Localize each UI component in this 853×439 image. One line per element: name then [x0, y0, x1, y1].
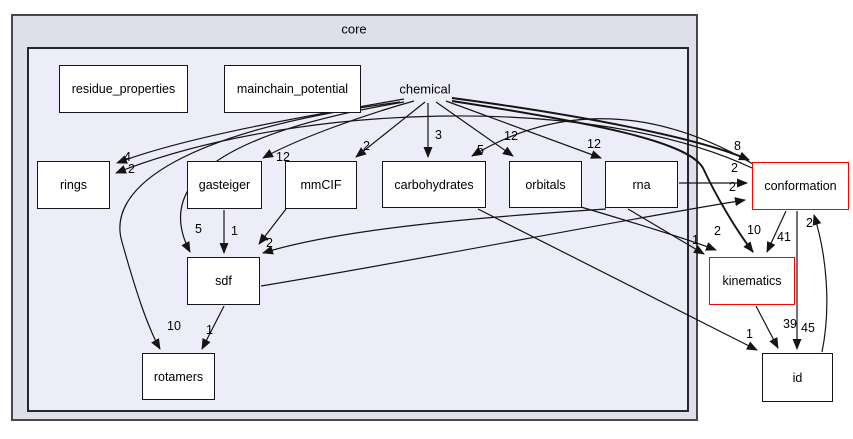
- edge-chemical-to-rings: [116, 98, 405, 164]
- edge-mmCIF-to-sdf: [258, 208, 287, 245]
- edge-label-rna-to-kinematics: 1: [692, 233, 699, 247]
- edge-label-sdf-to-conformation: 2: [729, 180, 736, 194]
- edge-label-chemical-to-carbohydrates: 3: [435, 128, 442, 142]
- edge-label-chemical-to-conformation: 8: [734, 139, 741, 153]
- edge-sdf-to-rotamers: [201, 305, 225, 350]
- edge-kinematics-to-id: [755, 305, 779, 349]
- node-orbitals[interactable]: orbitals: [509, 161, 582, 208]
- edge-label-kinematics-to-id: 39: [783, 317, 797, 331]
- edge-label-chemical-to-rings: 4: [124, 150, 131, 164]
- node-kinematics[interactable]: kinematics: [709, 257, 795, 305]
- edge-chemical-to-rna: [445, 100, 602, 159]
- node-carbohydrates[interactable]: carbohydrates: [382, 161, 486, 208]
- cluster-chemical-label: chemical: [399, 81, 451, 97]
- node-mainchain_potential[interactable]: mainchain_potential: [224, 65, 361, 113]
- edge-id-to-conformation: [812, 214, 828, 353]
- edge-chemical-to-kinematics: [451, 100, 754, 253]
- edge-rna-to-sdf: [262, 208, 607, 255]
- edge-label-orbitals-to-kinematics: 2: [714, 224, 721, 238]
- edge-conformation-to-rings: [115, 115, 753, 174]
- edge-label-rna-to-conformation: 2: [731, 161, 738, 175]
- edge-sdf-to-conformation: [260, 197, 746, 287]
- edge-label-mmCIF-to-sdf: 2: [266, 236, 273, 250]
- edge-chemical-to-mmCIF: [355, 101, 426, 158]
- edge-label-sdf-to-rotamers: 1: [206, 323, 213, 337]
- edge-label-chemical-to-orbitals: 12: [504, 129, 518, 143]
- edge-conformation-to-carbohydrates: [471, 118, 754, 165]
- edge-label-conformation-to-kinematics: 41: [777, 230, 791, 244]
- node-rotamers[interactable]: rotamers: [142, 353, 215, 400]
- edge-label-chemical-to-mmCIF: 2: [363, 139, 370, 153]
- edge-chemical-to-rotamers: [119, 101, 401, 350]
- node-id[interactable]: id: [762, 353, 833, 402]
- edge-label-id-to-conformation: 2: [806, 216, 813, 230]
- edge-label-chemical-to-rotamers: 10: [167, 319, 181, 333]
- edge-label-chemical-to-sdf: 5: [195, 222, 202, 236]
- node-conformation[interactable]: conformation: [752, 162, 849, 210]
- node-mmCIF[interactable]: mmCIF: [285, 161, 357, 209]
- edge-label-conformation-to-carbohydrates: 5: [477, 143, 484, 157]
- edge-label-gasteiger-to-sdf: 1: [231, 224, 238, 238]
- node-sdf[interactable]: sdf: [187, 257, 260, 305]
- node-rings[interactable]: rings: [37, 161, 110, 209]
- edge-rna-to-kinematics: [627, 208, 705, 255]
- edge-orbitals-to-kinematics: [580, 206, 717, 251]
- edge-chemical-to-orbitals: [435, 101, 514, 157]
- cluster-core-label: core: [341, 21, 367, 37]
- node-residue_properties[interactable]: residue_properties: [59, 65, 188, 113]
- edge-label-chemical-to-gasteiger: 12: [276, 150, 290, 164]
- edge-chemical-to-sdf: [179, 101, 405, 253]
- edge-conformation-to-kinematics: [766, 210, 787, 253]
- edge-chemical-to-gasteiger: [262, 100, 415, 159]
- node-rna[interactable]: rna: [605, 161, 678, 208]
- edge-label-carbohydrates-to-id: 1: [746, 327, 753, 341]
- edge-chemical-to-conformation: [451, 97, 750, 161]
- edge-carbohydrates-to-id: [477, 208, 758, 351]
- edge-label-conformation-to-id: 45: [801, 321, 815, 335]
- edge-label-chemical-to-rna: 12: [587, 137, 601, 151]
- edge-label-chemical-to-kinematics: 10: [747, 223, 761, 237]
- edge-label-conformation-to-rings: 2: [128, 162, 135, 176]
- node-gasteiger[interactable]: gasteiger: [187, 161, 262, 209]
